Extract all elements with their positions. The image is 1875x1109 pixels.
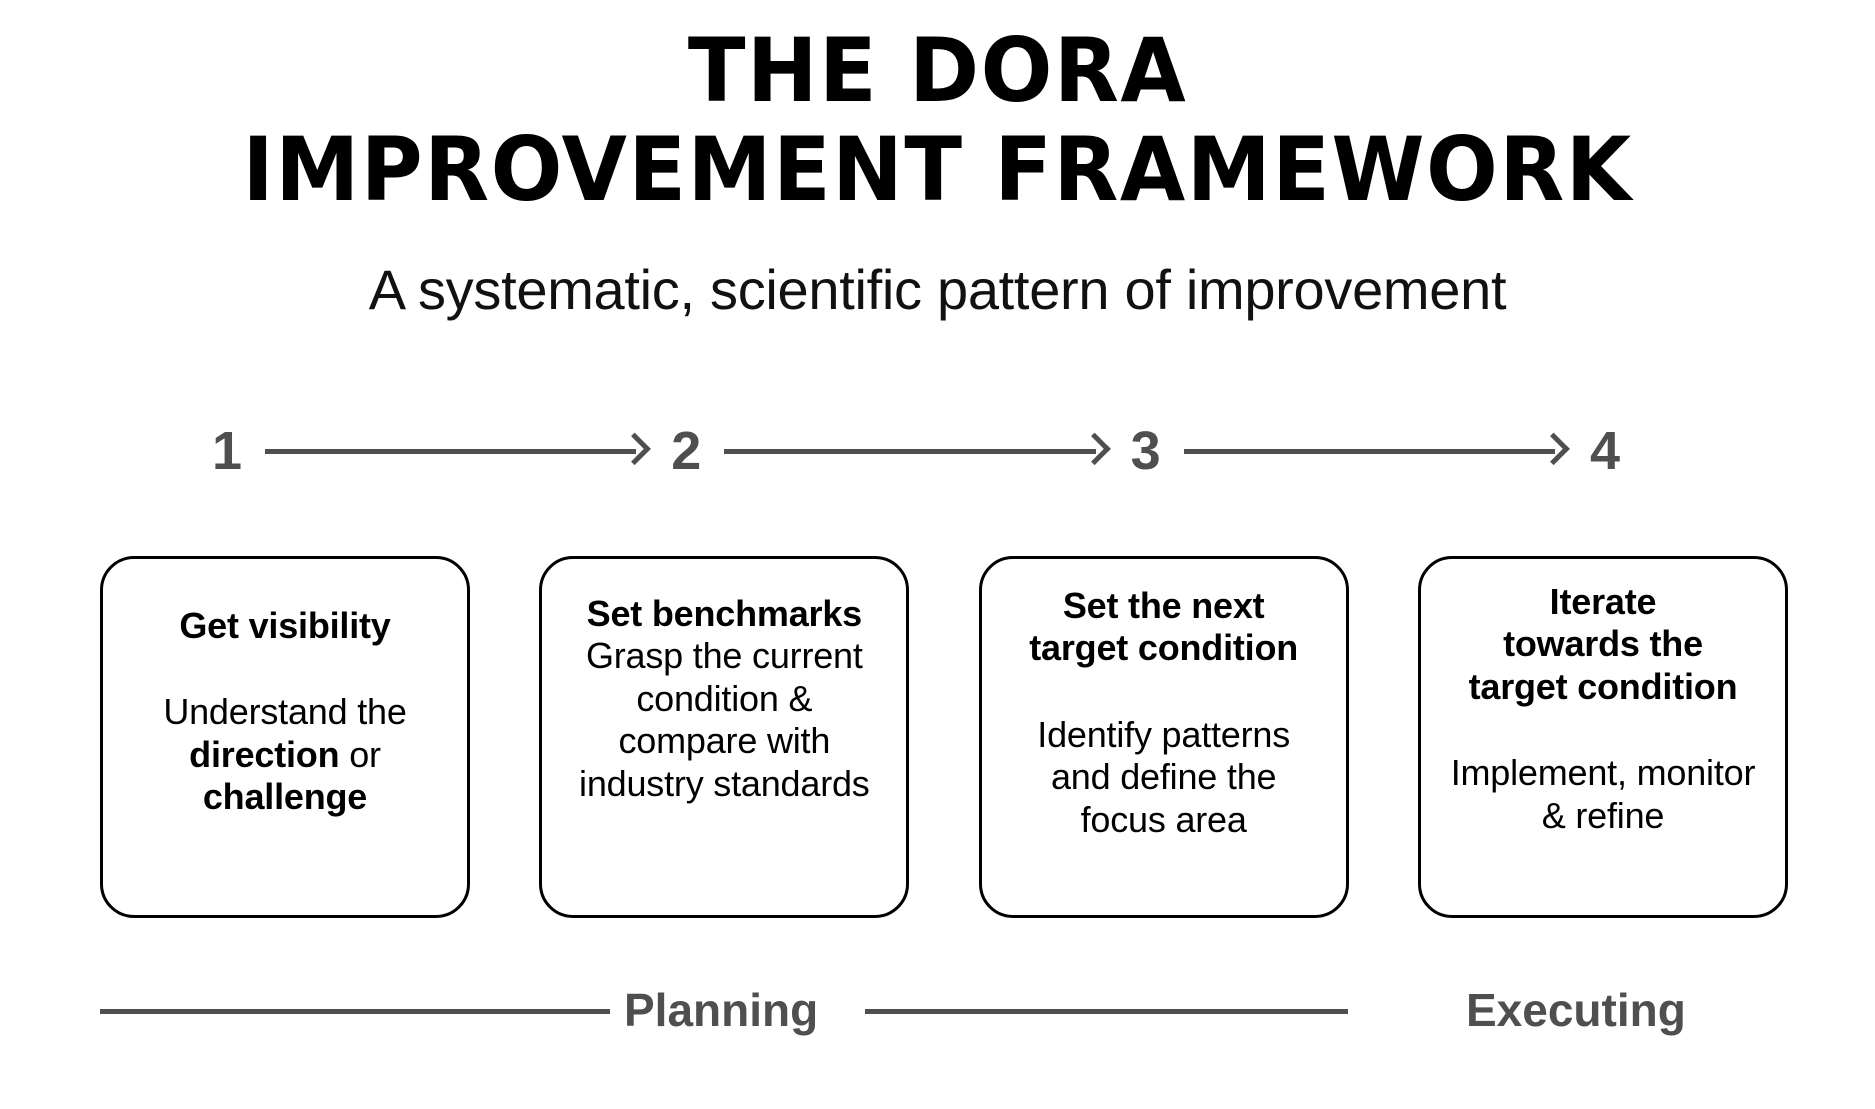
phase-bar: Planning Executing: [100, 980, 1788, 1040]
spacer: [1447, 708, 1759, 752]
page-title: THE DORA IMPROVEMENT FRAMEWORK: [38, 0, 1838, 219]
phase-line-left: [100, 1009, 610, 1014]
step-card-1[interactable]: Get visibility Understand the direction …: [100, 556, 470, 918]
step-card-4-heading-line-2: towards the: [1503, 623, 1703, 665]
step-number-1: 1: [211, 421, 243, 481]
step-card-2-heading: Set benchmarks: [586, 593, 863, 634]
phase-label-executing: Executing: [1466, 984, 1686, 1036]
step-sequence: 1 2 3 4: [207, 418, 1625, 484]
step-card-4-heading-line-1: Iterate: [1549, 581, 1657, 622]
arrow-head: [1537, 432, 1570, 466]
step-card-3-heading-line-2: target condition: [1029, 627, 1299, 669]
phase-line-right: [865, 1009, 1348, 1014]
step-card-2[interactable]: Set benchmarks Grasp the current conditi…: [539, 556, 910, 918]
body-text-bold-challenge: challenge: [202, 776, 368, 818]
body-text-mid: or: [339, 733, 381, 775]
body-text-bold-direction: direction: [189, 733, 340, 775]
step-card-3-heading-line-1: Set the next: [1062, 585, 1265, 626]
page-header: THE DORA IMPROVEMENT FRAMEWORK A systema…: [0, 0, 1875, 321]
step-card-4-body: Implement, monitor & refine: [1450, 752, 1756, 836]
body-text-pre: Understand the: [163, 691, 407, 733]
step-number-2: 2: [671, 421, 702, 481]
step-card-1-heading: Get visibility: [179, 605, 391, 646]
step-number-3: 3: [1130, 421, 1161, 481]
step-card-3-body: Identify patterns and define the focus a…: [1037, 713, 1291, 840]
arrow-head: [618, 432, 652, 466]
arrow-shaft: [265, 448, 637, 454]
phase-label-planning: Planning: [624, 984, 819, 1036]
step-card-1-body: Understand the direction or challenge: [129, 691, 441, 818]
arrow-shaft: [1183, 448, 1555, 454]
step-card-3[interactable]: Set the next target condition Identify p…: [978, 556, 1349, 918]
step-number-4: 4: [1589, 421, 1620, 481]
arrow-right-icon-1: [265, 432, 652, 466]
arrow-shaft: [724, 448, 1096, 454]
step-card-4[interactable]: Iterate towards the target condition Imp…: [1417, 556, 1788, 918]
page-subtitle: A systematic, scientific pattern of impr…: [368, 258, 1507, 322]
page-title-line-2: IMPROVEMENT FRAMEWORK: [242, 117, 1633, 221]
step-card-2-content: Set benchmarks Grasp the current conditi…: [568, 593, 880, 805]
step-card-2-body: Grasp the current condition & compare wi…: [579, 635, 870, 804]
step-card-3-content: Set the next target condition Identify p…: [1008, 585, 1320, 841]
spacer: [129, 647, 441, 691]
arrow-head: [1077, 432, 1111, 466]
step-card-4-heading-line-3: target condition: [1468, 665, 1738, 707]
step-card-1-content: Get visibility Understand the direction …: [129, 605, 441, 819]
step-card-4-content: Iterate towards the target condition Imp…: [1447, 581, 1759, 837]
page-title-line-1: THE DORA: [687, 19, 1188, 122]
arrow-right-icon-3: [1183, 432, 1570, 466]
arrow-right-icon-2: [724, 432, 1111, 466]
spacer: [1008, 670, 1320, 714]
step-card-list: Get visibility Understand the direction …: [100, 556, 1788, 918]
